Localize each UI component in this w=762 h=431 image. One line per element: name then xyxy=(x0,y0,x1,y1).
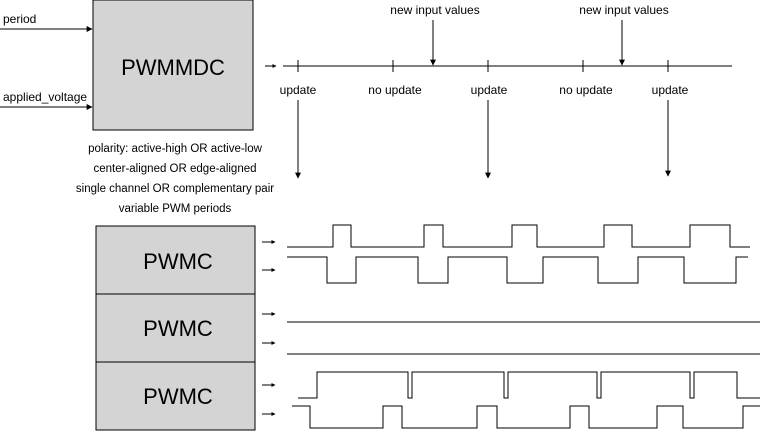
pwmmdc-block: PWMMDC xyxy=(92,0,254,131)
pwmc-box xyxy=(95,293,256,363)
pwmmdc-inputs: period applied_voltage xyxy=(0,12,93,110)
pwmc-block: PWMC xyxy=(95,293,256,363)
tick-label: no update xyxy=(368,83,422,97)
waveform-high-side xyxy=(287,224,750,248)
note-line: polarity: active-high OR active-low xyxy=(88,143,263,155)
waveform-low-side xyxy=(287,256,748,284)
note-line: center-aligned OR edge-aligned xyxy=(93,163,256,175)
waveforms xyxy=(287,224,760,429)
waveform-low-side xyxy=(292,405,760,429)
output-arrows xyxy=(262,240,276,416)
note-line: single channel OR complementary pair xyxy=(76,183,274,195)
pwmmdc-box xyxy=(92,0,254,131)
event-label: new input values xyxy=(390,3,479,17)
tick-label: update xyxy=(652,83,689,97)
pwmc-block: PWMC xyxy=(95,225,256,295)
options-notes: polarity: active-high OR active-low cent… xyxy=(76,143,274,215)
pwmc-block: PWMC xyxy=(95,361,256,431)
update-timeline: update no update update no update update… xyxy=(265,3,732,179)
tick-label: update xyxy=(471,83,508,97)
tick-label: no update xyxy=(559,83,613,97)
tick-label: update xyxy=(280,83,317,97)
waveform-high-side xyxy=(298,371,760,399)
pwmc-title: PWMC xyxy=(143,384,213,409)
pwmc-box xyxy=(95,361,256,431)
pwmmdc-title: PWMMDC xyxy=(121,55,225,80)
pwmc-box xyxy=(95,225,256,295)
input-label-applied-voltage: applied_voltage xyxy=(3,90,87,104)
pwmc-title: PWMC xyxy=(143,316,213,341)
event-label: new input values xyxy=(579,3,668,17)
note-line: variable PWM periods xyxy=(119,203,232,215)
input-label-period: period xyxy=(3,12,36,26)
pwmc-title: PWMC xyxy=(143,249,213,274)
